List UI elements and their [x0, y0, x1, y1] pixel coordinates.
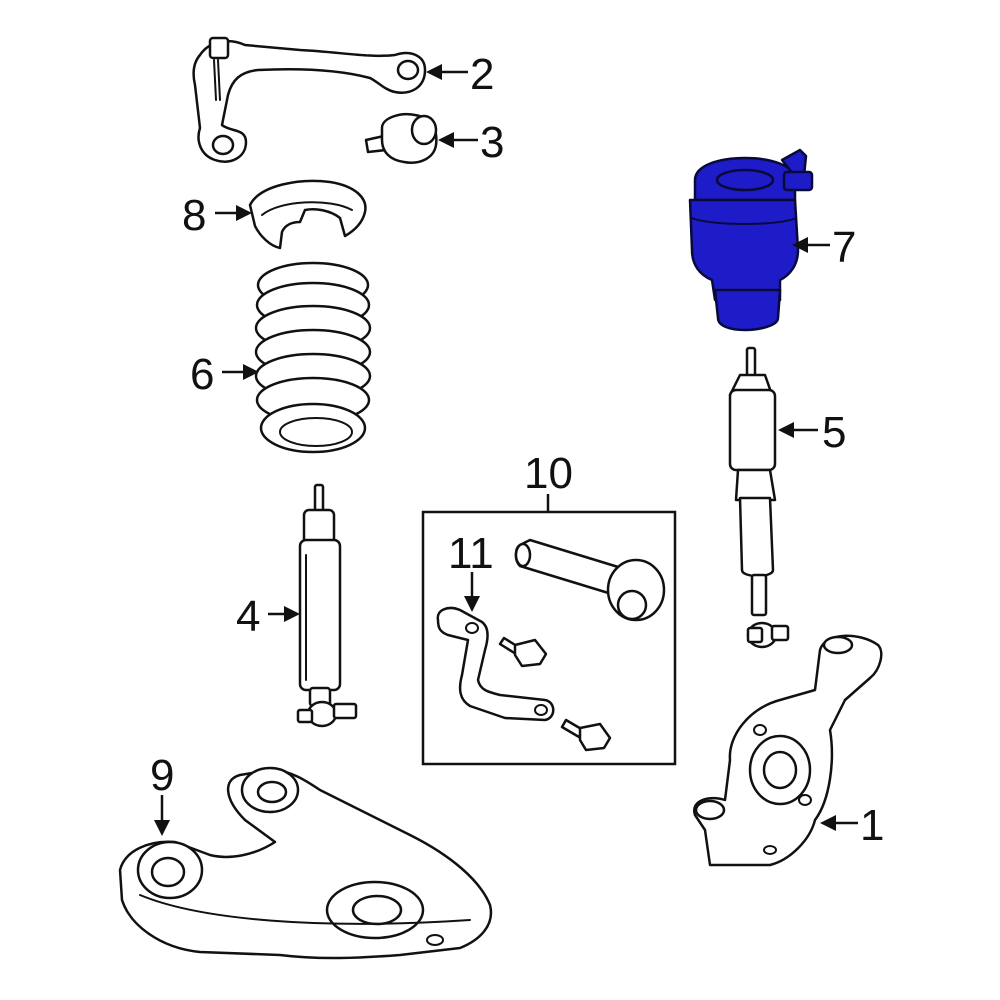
part-spring-insulator[interactable]: [248, 179, 367, 250]
leader-8: [215, 205, 252, 221]
callout-7: 7: [832, 223, 856, 272]
callout-2: 2: [470, 50, 494, 99]
leader-3: [438, 132, 478, 148]
part-upper-control-arm[interactable]: [192, 36, 427, 163]
part-pivot-bolt[interactable]: [514, 538, 666, 622]
part-sway-link-bracket[interactable]: [436, 606, 555, 722]
part-bushing[interactable]: [364, 113, 438, 164]
callout-1: 1: [860, 801, 884, 850]
callout-5: 5: [822, 408, 846, 457]
callout-11: 11: [448, 529, 494, 578]
part-coil-spring[interactable]: [254, 261, 372, 454]
callout-10: 10: [524, 449, 573, 498]
leader-5: [778, 422, 818, 438]
callout-4: 4: [236, 592, 260, 641]
callout-3: 3: [480, 118, 504, 167]
part-shock-absorber[interactable]: [296, 483, 358, 728]
part-bolt-upper[interactable]: [498, 636, 548, 668]
callout-6: 6: [190, 350, 214, 399]
leader-11: [464, 572, 480, 612]
leader-2: [426, 64, 468, 80]
leader-6: [222, 364, 259, 380]
callout-8: 8: [182, 191, 206, 240]
leader-1: [820, 815, 858, 831]
part-air-spring-highlighted[interactable]: [688, 148, 814, 332]
part-steering-knuckle[interactable]: [693, 634, 883, 867]
leader-7: [792, 237, 830, 253]
part-lower-control-arm[interactable]: [118, 766, 493, 960]
part-bolt-lower[interactable]: [560, 718, 612, 752]
leader-4: [268, 606, 300, 622]
part-strut[interactable]: [728, 346, 790, 649]
callout-9: 9: [150, 751, 174, 800]
leader-9: [154, 795, 170, 836]
